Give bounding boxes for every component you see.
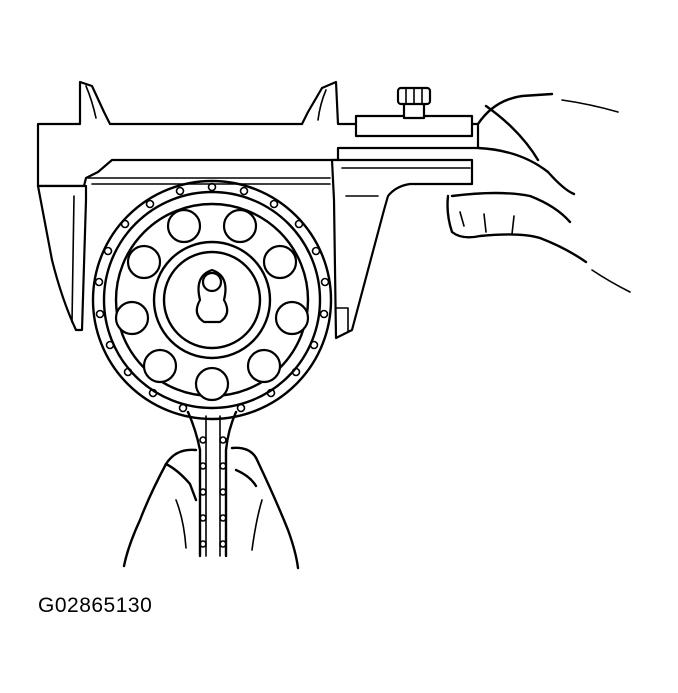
- caliper-sliding-jaw: [330, 86, 474, 340]
- figure-id-label: G02865130: [38, 594, 153, 617]
- left-hand: [122, 446, 300, 570]
- sprocket-assembly: [91, 179, 333, 421]
- hanging-chain: [186, 410, 238, 558]
- right-hand: [446, 92, 631, 293]
